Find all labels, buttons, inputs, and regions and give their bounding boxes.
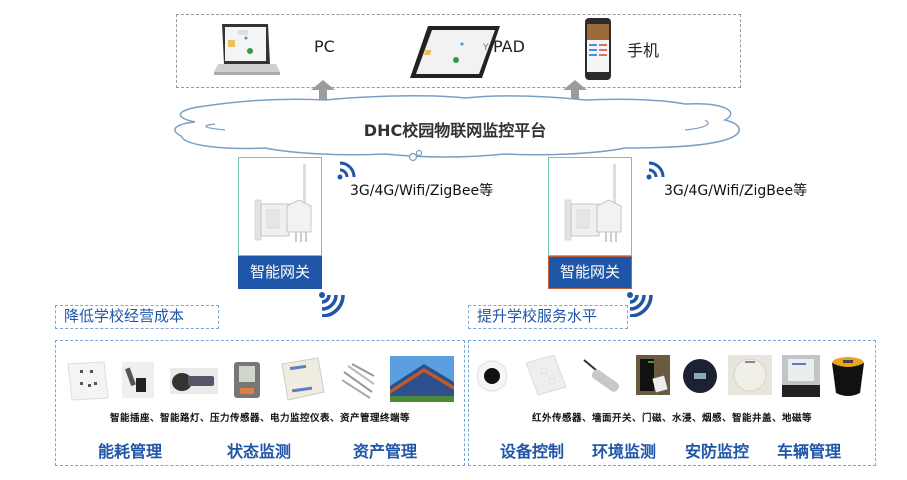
- protocol-label: 3G/4G/Wifi/ZigBee等: [664, 183, 808, 199]
- category-asset-management: 资产管理: [353, 442, 418, 461]
- wireless-signal-icon: [337, 161, 356, 180]
- gateway-label: 智能网关: [238, 256, 322, 289]
- device-label-pad: PAD: [493, 37, 525, 56]
- gateway-label: 智能网关: [548, 256, 632, 289]
- tablet-icon: Y: [410, 26, 500, 78]
- gateway-image: [238, 157, 322, 256]
- section-description: 智能插座、智能路灯、压力传感器、电力监控仪表、资产管理终端等: [109, 413, 410, 424]
- infrared-sensor-icon: [476, 360, 508, 392]
- protocol-label: 3G/4G/Wifi/ZigBee等: [350, 183, 494, 199]
- gateway-device-icon: [564, 164, 622, 242]
- gateway-image: [548, 157, 632, 256]
- water-sensor-probe-icon: [583, 359, 620, 392]
- pressure-sensor-icon: [170, 368, 218, 394]
- category-environment-monitoring: 环境监测: [592, 442, 657, 461]
- section-panel: [55, 340, 465, 466]
- door-magnet-icon: [636, 355, 670, 395]
- smart-socket-icon: [67, 361, 109, 401]
- manhole-box-icon: [782, 355, 820, 397]
- power-meter-icon: [234, 362, 260, 398]
- category-status-monitoring: 状态监测: [227, 442, 292, 461]
- round-sensor-icon: [683, 359, 717, 393]
- category-energy-management: 能耗管理: [98, 442, 163, 461]
- category-device-control: 设备控制: [500, 442, 565, 461]
- wireless-signal-icon: [319, 292, 345, 317]
- device-label-phone: 手机: [627, 41, 660, 60]
- client-devices-panel: [176, 14, 741, 88]
- gateway-card: 智能网关: [238, 157, 322, 289]
- section-panel: [468, 340, 876, 466]
- laptop-icon: [214, 24, 280, 75]
- smoke-detector-icon: [728, 355, 772, 395]
- section-title: 提升学校服务水平: [468, 305, 628, 329]
- monitor-box-icon: [281, 357, 325, 401]
- wireless-signal-icon: [646, 161, 665, 180]
- asset-tags-icon: [341, 363, 375, 399]
- svg-text:Y: Y: [482, 43, 489, 53]
- gateway-device-icon: [254, 164, 312, 242]
- section-description: 红外传感器、墙面开关、门磁、水浸、烟感、智能井盖、地磁等: [531, 413, 812, 424]
- wireless-signal-icon: [627, 292, 653, 317]
- section-title: 降低学校经营成本: [55, 305, 219, 329]
- category-vehicle-management: 车辆管理: [777, 442, 842, 461]
- cloud-platform-shape: [174, 95, 740, 162]
- category-security-monitoring: 安防监控: [685, 442, 750, 461]
- wall-switch-icon: [525, 355, 567, 396]
- solar-panel-icon: [390, 356, 454, 402]
- smart-street-light-icon: [122, 362, 154, 398]
- phone-icon: [585, 18, 611, 80]
- platform-title: DHC校园物联网监控平台: [363, 121, 547, 140]
- gateway-card: 智能网关: [548, 157, 632, 289]
- device-label-pc: PC: [314, 37, 335, 56]
- geomagnetic-sensor-icon: [832, 357, 864, 396]
